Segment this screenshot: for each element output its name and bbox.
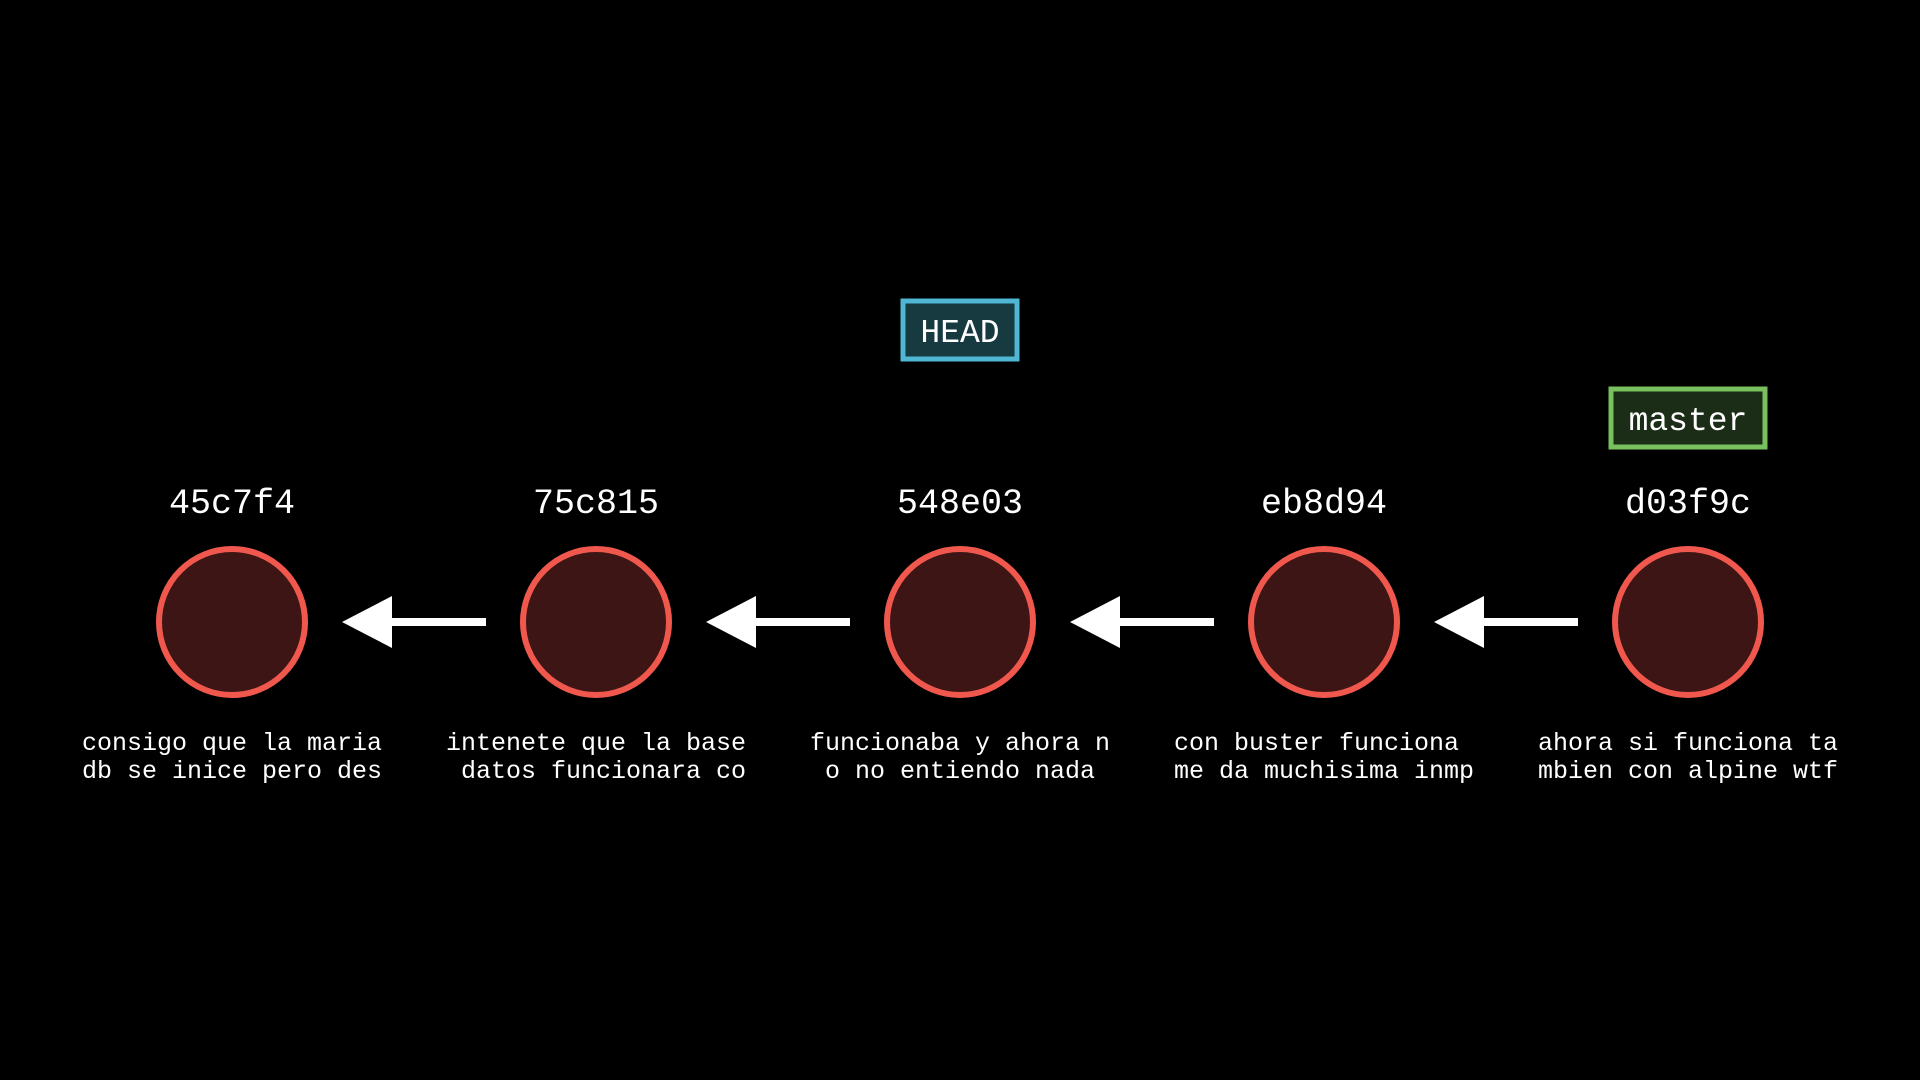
parent-arrow	[342, 596, 486, 648]
arrow-head	[1070, 596, 1120, 648]
commit-hash: d03f9c	[1625, 484, 1751, 524]
commit-message-line: consigo que la maria	[82, 729, 382, 758]
commit-message-line: mbien con alpine wtf	[1538, 757, 1838, 786]
arrow-head	[706, 596, 756, 648]
parent-arrow	[1434, 596, 1578, 648]
commit-node[interactable]: eb8d94 con buster funciona me da muchisim…	[1174, 484, 1474, 786]
ref-text: master	[1629, 403, 1748, 440]
commit-message-line: o no entiendo nada	[825, 757, 1095, 786]
ref-box	[1608, 386, 1768, 450]
commit-message-line: ahora si funciona ta	[1538, 729, 1838, 758]
commit-message-line: funcionaba y ahora n	[810, 729, 1110, 758]
commit-node[interactable]: 75c815 intenete que la base datos funcion…	[446, 484, 746, 786]
commit-circle[interactable]	[1248, 546, 1400, 698]
commit-message-line: con buster funciona	[1174, 729, 1474, 758]
refs-layer: HEAD master	[900, 298, 1768, 450]
arrow-head	[1434, 596, 1484, 648]
ref-text: HEAD	[920, 315, 999, 352]
commit-message-line: db se inice pero des	[82, 757, 382, 786]
commit-circle[interactable]	[156, 546, 308, 698]
commit-message-line: me da muchisima inmp	[1174, 757, 1474, 786]
parent-arrow	[1070, 596, 1214, 648]
commit-hash: 548e03	[897, 484, 1023, 524]
arrows-layer	[342, 596, 1578, 648]
ref-box	[900, 298, 1020, 362]
arrow-head	[342, 596, 392, 648]
ref-label-master[interactable]: master	[1608, 386, 1768, 450]
commit-node[interactable]: 548e03 funcionaba y ahora no no entiendo …	[810, 484, 1110, 786]
ref-label-head[interactable]: HEAD	[900, 298, 1020, 362]
parent-arrow	[706, 596, 850, 648]
commit-hash: 75c815	[533, 484, 659, 524]
commit-hash: eb8d94	[1261, 484, 1387, 524]
commit-hash: 45c7f4	[169, 484, 295, 524]
commit-message-line: datos funcionara co	[446, 757, 746, 786]
commit-circle[interactable]	[1612, 546, 1764, 698]
commit-circle[interactable]	[884, 546, 1036, 698]
commit-circle[interactable]	[520, 546, 672, 698]
commit-message-line: intenete que la base	[446, 729, 746, 758]
